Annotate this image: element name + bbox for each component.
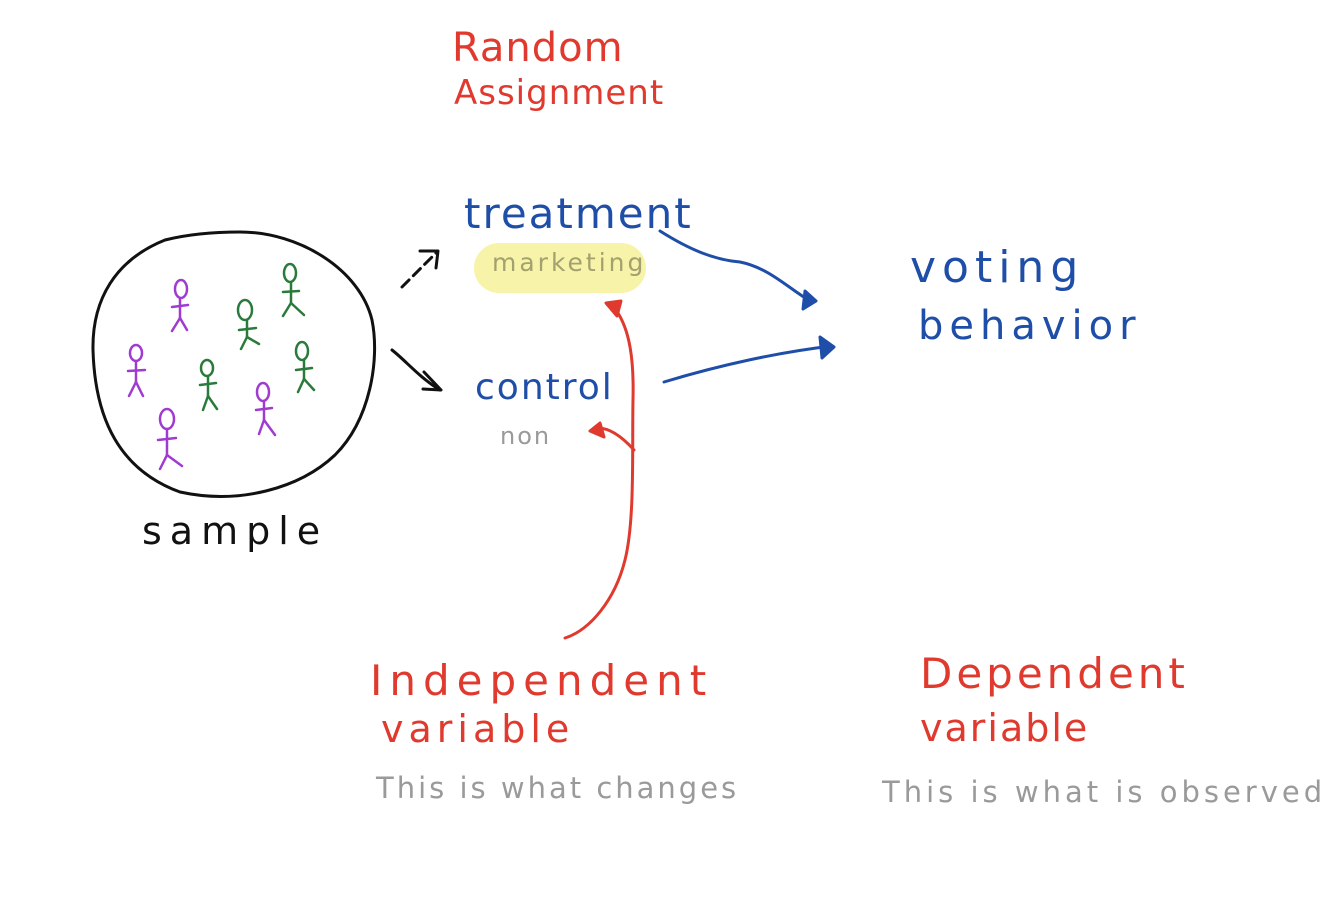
independent-variable-line1: Independent: [370, 656, 714, 705]
arrow-control-to-outcome: [662, 335, 836, 384]
figure-green-4: [294, 340, 316, 394]
figure-purple-4: [254, 381, 277, 437]
arrow-to-control: [390, 348, 443, 392]
arrow-treatment-to-outcome: [658, 229, 818, 311]
marketing-highlight: [474, 243, 646, 293]
arrow-to-treatment: [400, 249, 440, 289]
figure-green-1: [281, 262, 306, 318]
figure-green-2: [236, 298, 261, 351]
treatment-label: treatment: [464, 189, 693, 238]
dependent-variable-line1: Dependent: [920, 649, 1189, 698]
figure-green-3: [198, 358, 219, 412]
dependent-variable-note: This is what is observed: [882, 775, 1322, 809]
non-label: non: [500, 422, 552, 450]
random-assignment-line1: Random: [452, 25, 624, 71]
dependent-variable-line2: variable: [920, 706, 1090, 750]
voting-label-line1: voting: [910, 242, 1085, 293]
figure-purple-3: [156, 407, 184, 471]
figure-purple-2: [126, 343, 147, 398]
arrow-independent-to-groups: [563, 299, 636, 640]
control-label: control: [475, 367, 614, 408]
voting-label-line2: behavior: [918, 303, 1142, 349]
marketing-label: marketing: [492, 248, 647, 277]
sample-circle: [91, 230, 377, 498]
sample-label: sample: [142, 509, 329, 553]
figure-purple-1: [170, 278, 190, 333]
random-assignment-line2: Assignment: [454, 73, 665, 113]
independent-variable-line2: variable: [381, 707, 575, 751]
independent-variable-note: This is what changes: [376, 771, 740, 805]
